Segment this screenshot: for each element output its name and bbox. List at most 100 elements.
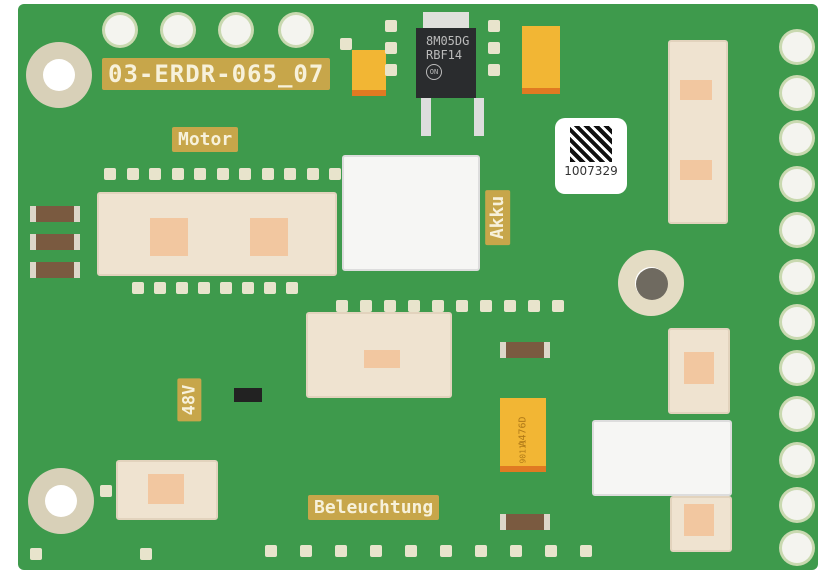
via-pad: [580, 545, 592, 557]
resistor: [500, 514, 550, 530]
motor-connector: [97, 192, 337, 276]
edge-hole: [782, 399, 812, 429]
via-pad: [488, 20, 500, 32]
via-pad: [194, 168, 206, 180]
resistor: [30, 262, 80, 278]
via-pad: [475, 545, 487, 557]
resistor: [30, 234, 80, 250]
resistor: [30, 206, 80, 222]
datamatrix-code: [570, 126, 612, 162]
right-connector: [668, 40, 728, 224]
mounting-hole-center: [636, 268, 668, 300]
via-pad: [265, 545, 277, 557]
white-connector: [592, 420, 732, 496]
via-pad: [239, 168, 251, 180]
via-pad: [504, 300, 516, 312]
via-pad: [335, 545, 347, 557]
via-pad: [104, 168, 116, 180]
via-pad: [140, 548, 152, 560]
serial-number: 1007329: [564, 164, 618, 178]
edge-hole: [782, 307, 812, 337]
via-pad: [300, 545, 312, 557]
via-pad: [385, 20, 397, 32]
edge-hole: [782, 533, 812, 563]
via-pad: [552, 300, 564, 312]
via-pad: [488, 42, 500, 54]
connector-pad: [148, 474, 184, 504]
header-hole: [281, 15, 311, 45]
motor-label: Motor: [172, 127, 239, 152]
via-pad: [284, 168, 296, 180]
regulator-leg: [474, 98, 484, 136]
via-pad: [370, 545, 382, 557]
via-pad: [176, 282, 188, 294]
via-pad: [220, 282, 232, 294]
header-hole: [163, 15, 193, 45]
via-pad: [264, 282, 276, 294]
connector-pad: [684, 504, 714, 536]
via-pad: [488, 64, 500, 76]
capacitor-batch: 90111: [518, 439, 528, 464]
on-logo: ON: [426, 64, 442, 80]
connector-pad: [680, 80, 712, 100]
edge-hole: [782, 215, 812, 245]
via-pad: [340, 38, 352, 50]
regulator-text-2: RBF14: [426, 48, 463, 62]
voltage-regulator: 8M05DG RBF14 ON: [416, 28, 476, 98]
regulator-tab: [423, 12, 469, 32]
via-pad: [510, 545, 522, 557]
via-pad: [100, 485, 112, 497]
resistor: [500, 342, 550, 358]
tantalum-capacitor-a476d: A476D 90111: [500, 398, 546, 472]
via-pad: [360, 300, 372, 312]
via-pad: [198, 282, 210, 294]
regulator-text-1: 8M05DG: [426, 34, 470, 48]
edge-hole: [782, 490, 812, 520]
edge-hole: [782, 445, 812, 475]
via-pad: [126, 168, 139, 180]
mounting-hole: [28, 468, 94, 534]
via-pad: [329, 168, 341, 180]
via-pad: [385, 42, 397, 54]
via-pad: [384, 300, 396, 312]
via-pad: [480, 300, 492, 312]
serial-label: 1007329: [555, 118, 627, 194]
via-pad: [385, 64, 397, 76]
via-pad: [171, 168, 184, 180]
connector-pad: [680, 160, 712, 180]
edge-hole: [782, 353, 812, 383]
mounting-hole: [26, 42, 92, 108]
via-pad: [149, 168, 161, 180]
edge-hole: [782, 78, 812, 108]
connector-pad: [250, 218, 288, 256]
transistor: [234, 388, 262, 402]
via-pad: [30, 548, 42, 560]
akku-label: Akku: [485, 189, 511, 246]
tantalum-capacitor: [352, 50, 386, 96]
via-pad: [132, 282, 144, 294]
via-pad: [336, 300, 348, 312]
akku-connector: [342, 155, 480, 271]
header-hole: [221, 15, 251, 45]
header-hole: [105, 15, 135, 45]
edge-hole: [782, 169, 812, 199]
via-pad: [440, 545, 452, 557]
connector-pad: [364, 350, 400, 368]
via-pad: [242, 282, 254, 294]
via-pad: [261, 168, 274, 180]
via-pad: [528, 300, 540, 312]
via-pad: [154, 282, 166, 294]
via-pad: [408, 300, 420, 312]
via-pad: [545, 545, 557, 557]
via-pad: [456, 300, 468, 312]
via-pad: [286, 282, 298, 294]
tantalum-capacitor: [522, 26, 560, 94]
via-pad: [432, 300, 444, 312]
via-pad: [216, 168, 229, 180]
via-pad: [306, 168, 319, 180]
via-pad: [405, 545, 417, 557]
48v-label: 48V: [177, 378, 202, 422]
edge-hole: [782, 262, 812, 292]
board-label: 03-ERDR-065_07: [102, 58, 331, 90]
regulator-leg: [421, 98, 431, 136]
